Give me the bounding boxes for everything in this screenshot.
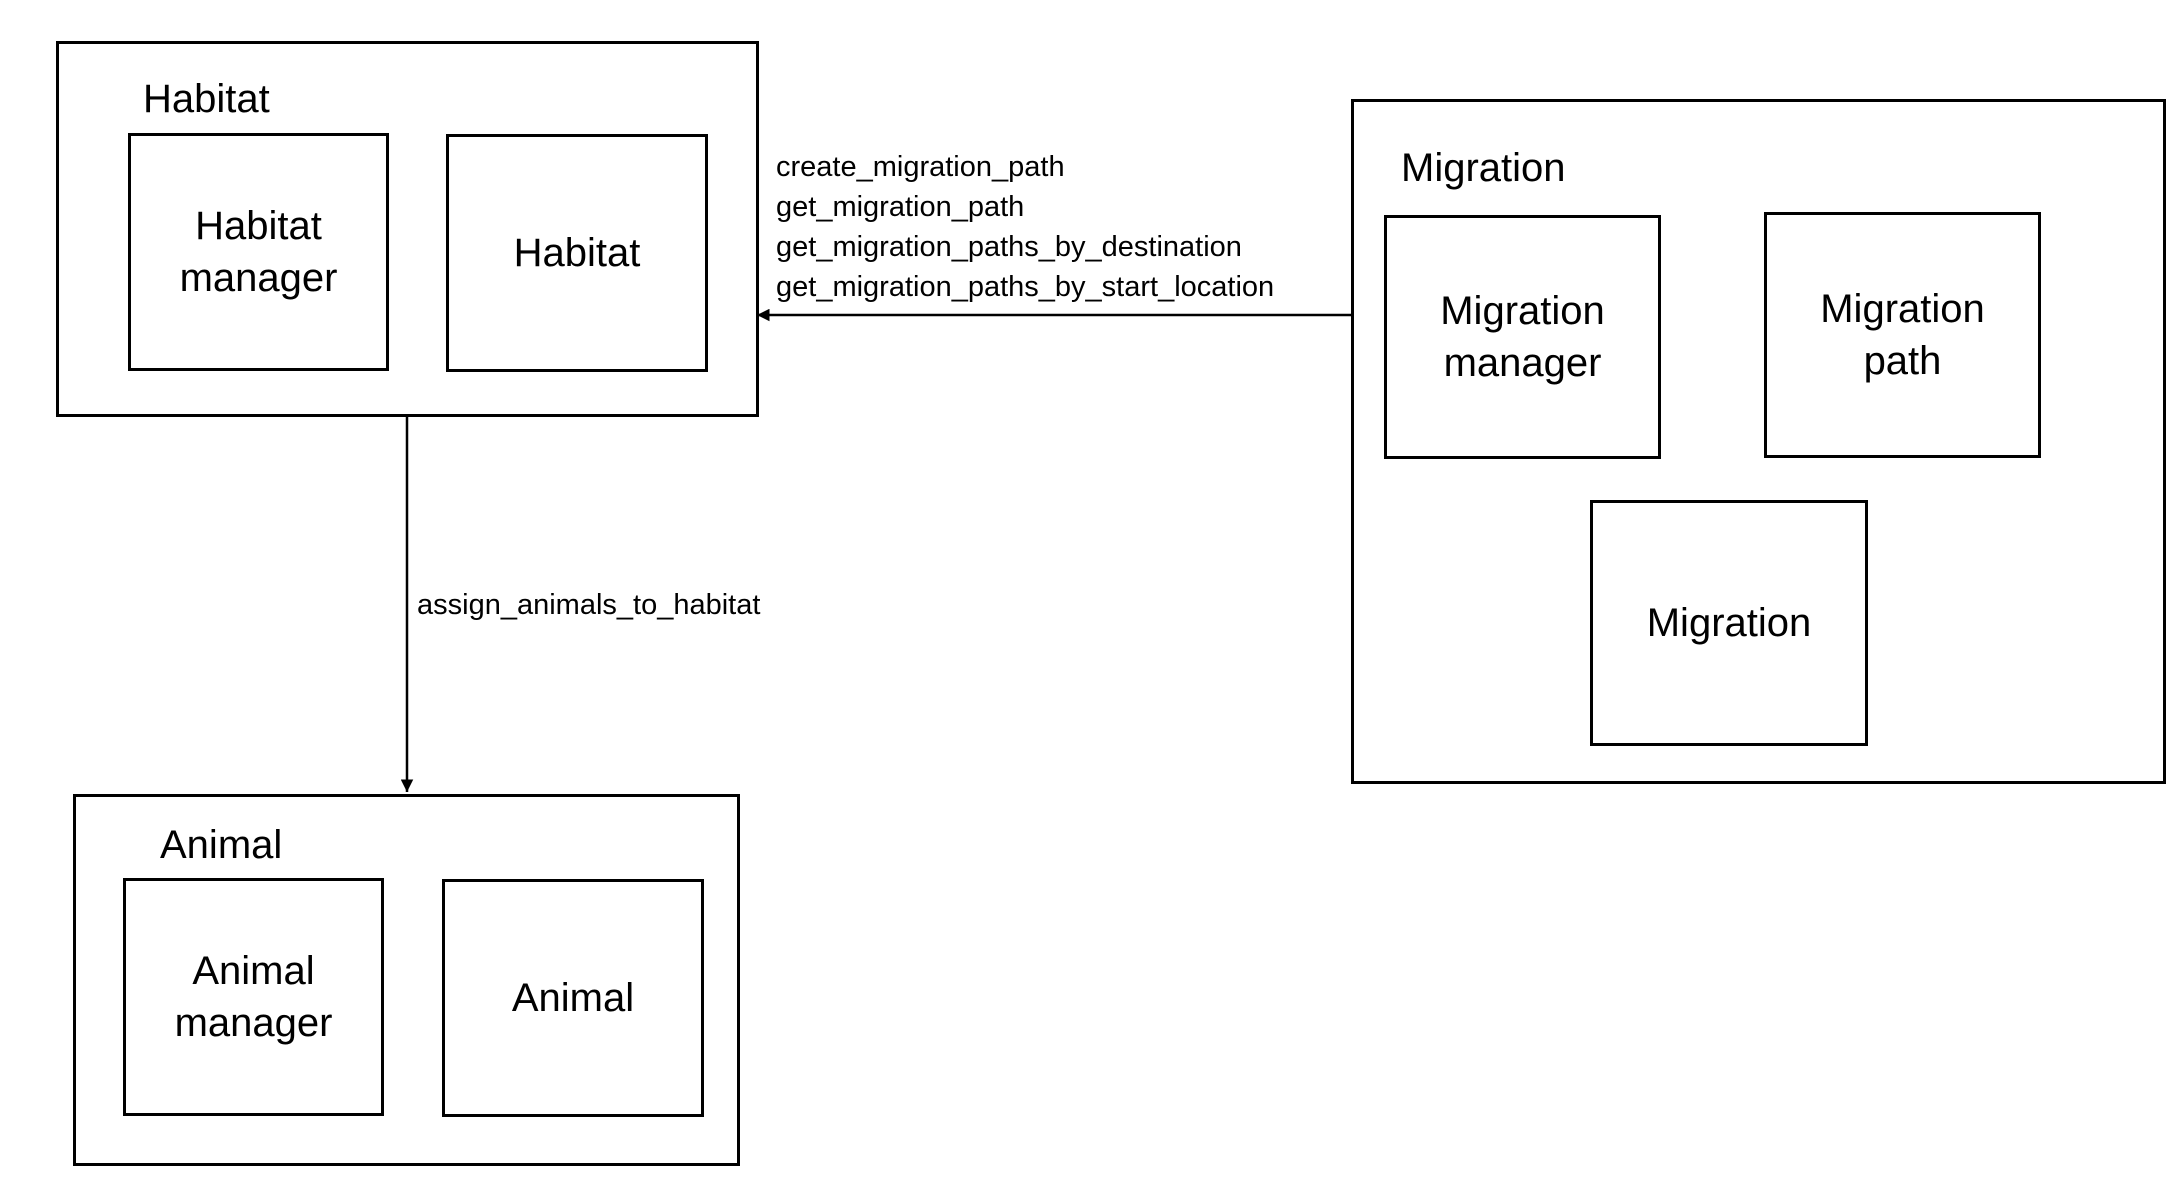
animal-box: Animal xyxy=(442,879,704,1117)
habitat-to-animal-labels: assign_animals_to_habitat xyxy=(417,585,760,625)
habitat-label: Habitat xyxy=(513,231,641,275)
edge-label-get-migration-paths-by-destination: get_migration_paths_by_destination xyxy=(776,231,1242,263)
edge-label-assign-animals-to-habitat: assign_animals_to_habitat xyxy=(417,589,761,621)
migration-path-label: Migration path xyxy=(1820,287,1985,383)
habitat-module-title: Habitat xyxy=(143,77,270,121)
animal-manager-box: Animal manager xyxy=(123,878,384,1116)
habitat-module: Habitat Habitat manager Habitat xyxy=(56,41,759,417)
habitat-box: Habitat xyxy=(446,134,708,372)
migration-manager-box: Migration manager xyxy=(1384,215,1661,459)
animal-manager-label: Animal manager xyxy=(174,949,333,1045)
habitat-manager-box: Habitat manager xyxy=(128,133,389,371)
animal-label: Animal xyxy=(511,976,635,1020)
edge-label-get-migration-paths-by-start-location: get_migration_paths_by_start_location xyxy=(776,271,1275,303)
migration-manager-label: Migration manager xyxy=(1440,289,1605,385)
edge-label-create-migration-path: create_migration_path xyxy=(776,151,1065,183)
migration-module-title: Migration xyxy=(1401,146,1566,190)
edge-label-get-migration-path: get_migration_path xyxy=(776,191,1025,223)
habitat-manager-label: Habitat manager xyxy=(179,204,338,300)
migration-path-box: Migration path xyxy=(1764,212,2041,458)
migration-to-habitat-labels: create_migration_path get_migration_path… xyxy=(776,147,1274,307)
migration-module: Migration Migration manager Migration pa… xyxy=(1351,99,2166,784)
migration-box: Migration xyxy=(1590,500,1868,746)
animal-module: Animal Animal manager Animal xyxy=(73,794,740,1166)
animal-module-title: Animal xyxy=(160,823,283,867)
migration-label: Migration xyxy=(1646,601,1812,645)
